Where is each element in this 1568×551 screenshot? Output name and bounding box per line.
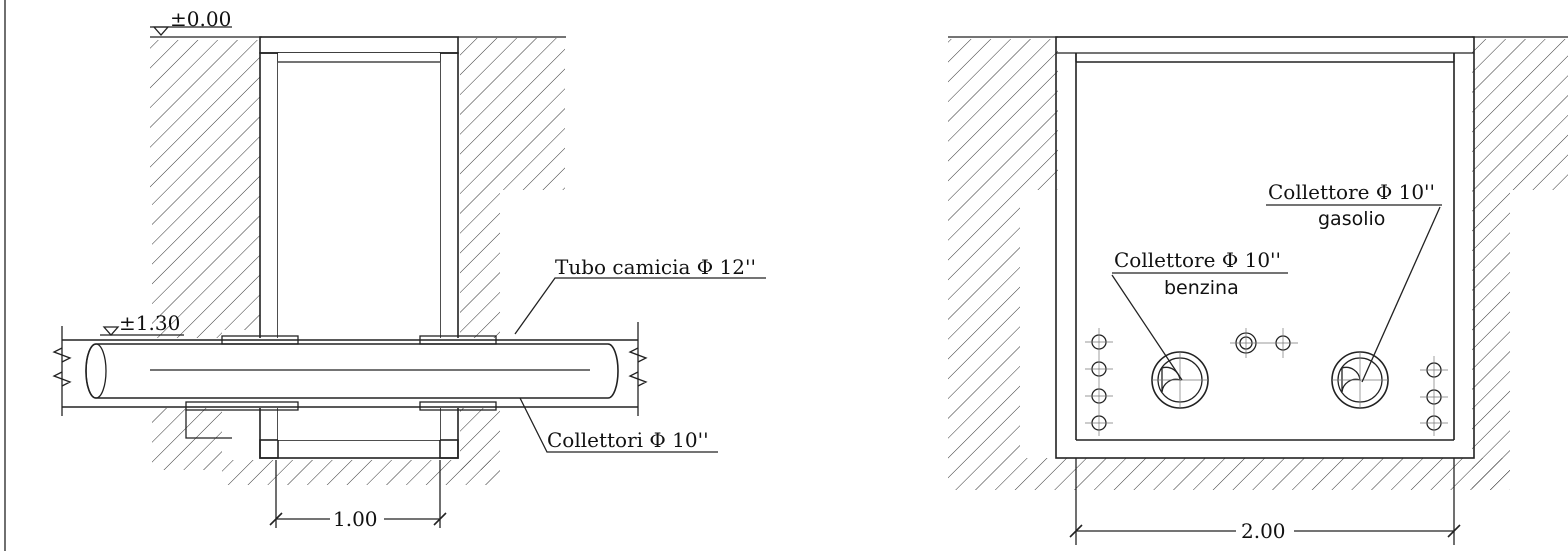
- label-petrol-title: Collettore Φ 10'': [1114, 248, 1281, 272]
- small-pipes-middle: [1230, 328, 1298, 358]
- leader-diesel: [1361, 206, 1441, 383]
- break-symbol-left: [52, 347, 72, 387]
- label-collectors: Collettori Φ 10'': [547, 428, 709, 452]
- dimension-width-right: 2.00: [1241, 519, 1286, 543]
- break-symbol-right: [628, 347, 648, 387]
- bottom-slab: [259, 439, 459, 459]
- cover-slab: [259, 36, 459, 54]
- right-section: Collettore Φ 10'' gasolio Collettore Φ 1…: [948, 36, 1568, 545]
- leader-petrol: [1111, 274, 1183, 381]
- small-pipes-right: [1420, 356, 1448, 436]
- leader-collectors: [519, 397, 718, 453]
- level-pipe-label: ±1.30: [119, 311, 180, 335]
- level-marker-icon: [102, 326, 120, 336]
- left-section: ±0.00 ±1.30 Tubo camicia Φ 12'' Colletto…: [52, 7, 766, 531]
- label-sleeve: Tubo camicia Φ 12'': [555, 255, 756, 279]
- label-diesel-fuel: gasolio: [1318, 208, 1385, 230]
- level-top-label: ±0.00: [170, 7, 231, 31]
- dimension-width-left: 1.00: [333, 507, 378, 531]
- small-pipes-left: [1085, 328, 1113, 436]
- label-diesel-title: Collettore Φ 10'': [1268, 180, 1435, 204]
- soil-hatch-bottom: [222, 460, 500, 485]
- collector-diesel: [1331, 351, 1389, 409]
- chamber-outline: [1055, 36, 1475, 459]
- soil-hatch-bottom: [1020, 458, 1510, 490]
- soil-hatch-left: [948, 37, 1058, 490]
- soil-hatch-right: [1472, 37, 1568, 490]
- level-marker-icon: [152, 26, 170, 36]
- label-petrol-fuel: benzina: [1164, 277, 1239, 299]
- collector-petrol: [1151, 351, 1209, 409]
- leader-sleeve: [514, 277, 766, 335]
